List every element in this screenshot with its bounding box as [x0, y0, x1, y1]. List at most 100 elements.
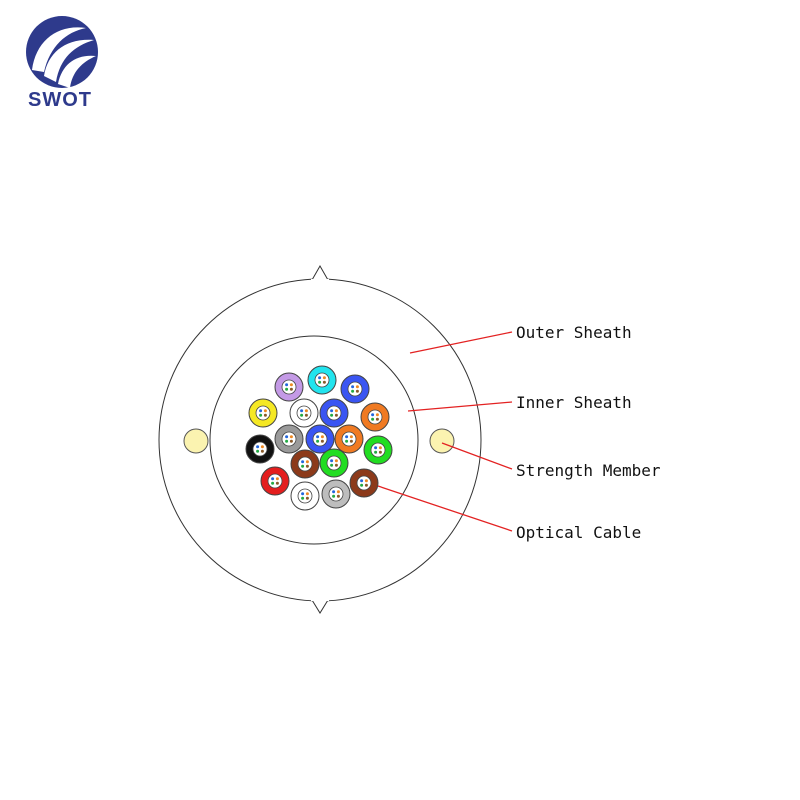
- fiber: [364, 483, 368, 487]
- fiber: [301, 460, 305, 464]
- optical-unit: [360, 402, 390, 432]
- fiber: [301, 464, 305, 468]
- fiber: [300, 413, 304, 417]
- optical-unit: [349, 468, 379, 498]
- fiber: [330, 463, 334, 467]
- fiber: [349, 435, 353, 439]
- fiber: [304, 413, 308, 417]
- fiber: [360, 479, 364, 483]
- fiber: [260, 445, 264, 449]
- fiber: [305, 496, 309, 500]
- fiber: [320, 439, 324, 443]
- optical-unit-core: [314, 372, 330, 388]
- optical-cable-label: Optical Cable: [516, 523, 641, 542]
- inner-sheath-leader: [407, 401, 513, 412]
- fiber: [285, 435, 289, 439]
- optical-unit-core: [347, 381, 363, 397]
- fiber: [285, 383, 289, 387]
- fiber: [332, 494, 336, 498]
- strength-member-leader: [441, 442, 513, 470]
- strength-member-left: [183, 428, 209, 454]
- top-notch: [311, 264, 329, 281]
- fiber: [260, 449, 264, 453]
- fiber: [378, 450, 382, 454]
- fiber: [259, 409, 263, 413]
- optical-unit: [245, 434, 275, 464]
- fiber: [275, 481, 279, 485]
- optical-unit: [289, 398, 319, 428]
- optical-unit-core: [367, 409, 383, 425]
- optical-unit-core: [297, 488, 313, 504]
- fiber: [332, 490, 336, 494]
- fiber: [316, 435, 320, 439]
- fiber: [378, 446, 382, 450]
- optical-cable-leader: [377, 485, 513, 532]
- fiber: [355, 385, 359, 389]
- optical-unit: [260, 466, 290, 496]
- fiber: [285, 387, 289, 391]
- fiber: [334, 409, 338, 413]
- fiber: [322, 380, 326, 384]
- fiber: [305, 464, 309, 468]
- strength-member-label: Strength Member: [516, 461, 661, 480]
- fiber: [301, 492, 305, 496]
- optical-unit: [319, 448, 349, 478]
- optical-unit: [290, 481, 320, 511]
- fiber: [364, 479, 368, 483]
- optical-unit-core: [297, 456, 313, 472]
- fiber: [330, 413, 334, 417]
- fiber: [371, 417, 375, 421]
- fiber: [336, 494, 340, 498]
- optical-unit-core: [370, 442, 386, 458]
- fiber: [289, 439, 293, 443]
- fiber: [349, 439, 353, 443]
- fiber: [271, 481, 275, 485]
- fiber: [375, 413, 379, 417]
- fiber: [263, 409, 267, 413]
- optical-unit: [290, 449, 320, 479]
- fiber: [305, 460, 309, 464]
- fiber: [371, 413, 375, 417]
- fiber: [336, 490, 340, 494]
- fiber: [345, 435, 349, 439]
- fiber: [330, 409, 334, 413]
- inner-sheath-label: Inner Sheath: [516, 393, 632, 412]
- fiber: [360, 483, 364, 487]
- swot-logo-emblem-icon: [26, 16, 98, 88]
- fiber: [345, 439, 349, 443]
- optical-unit: [340, 374, 370, 404]
- optical-unit: [274, 424, 304, 454]
- fiber: [300, 409, 304, 413]
- optical-unit: [321, 479, 351, 509]
- optical-units-group: [245, 365, 393, 511]
- swot-logo: SWOT: [26, 16, 98, 111]
- optical-unit-core: [267, 473, 283, 489]
- optical-unit-core: [312, 431, 328, 447]
- fiber: [259, 413, 263, 417]
- fiber: [316, 439, 320, 443]
- outer-sheath-label: Outer Sheath: [516, 323, 632, 342]
- fiber: [334, 459, 338, 463]
- fiber: [334, 463, 338, 467]
- fiber: [301, 496, 305, 500]
- fiber: [263, 413, 267, 417]
- optical-unit: [274, 372, 304, 402]
- fiber: [330, 459, 334, 463]
- fiber: [305, 492, 309, 496]
- optical-unit: [307, 365, 337, 395]
- optical-unit-core: [328, 486, 344, 502]
- leader-lines: [377, 331, 513, 532]
- fiber: [256, 449, 260, 453]
- optical-unit: [334, 424, 364, 454]
- optical-unit-core: [356, 475, 372, 491]
- fiber: [304, 409, 308, 413]
- outer-sheath-leader: [409, 331, 513, 354]
- fiber: [289, 387, 293, 391]
- fiber: [334, 413, 338, 417]
- fiber: [271, 477, 275, 481]
- optical-unit: [248, 398, 278, 428]
- fiber: [318, 376, 322, 380]
- optical-unit: [305, 424, 335, 454]
- fiber: [375, 417, 379, 421]
- fiber: [374, 446, 378, 450]
